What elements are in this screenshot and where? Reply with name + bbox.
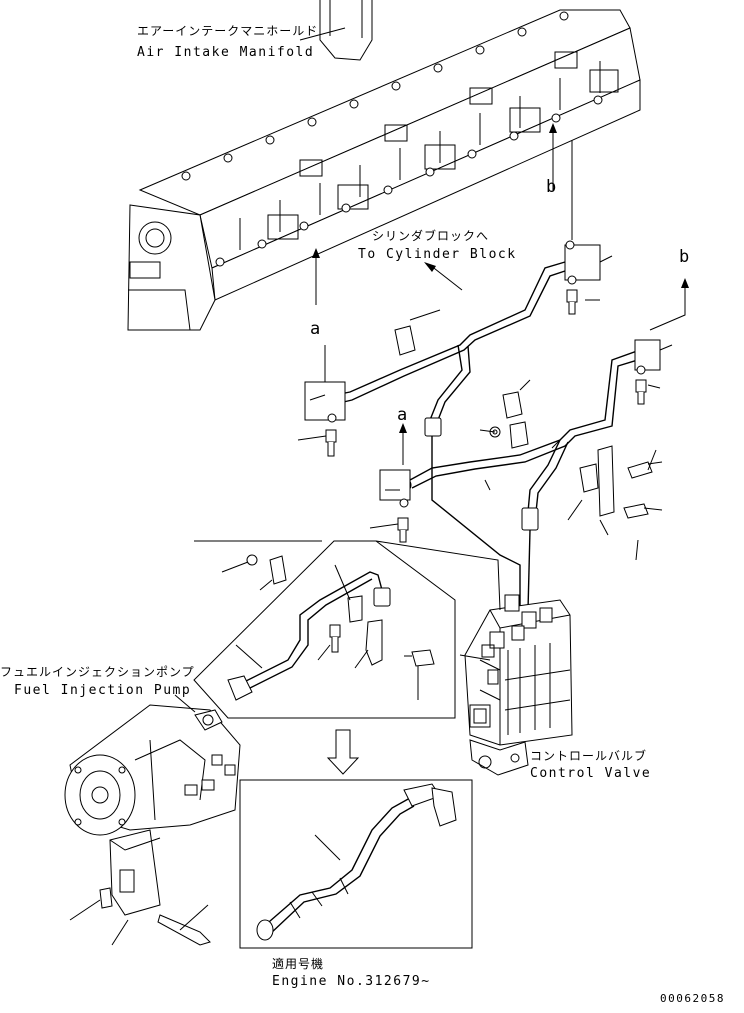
ref-label-b-upper: b [546, 177, 556, 197]
detail-inset-upper [193, 540, 501, 719]
valve-label-en: Control Valve [530, 766, 651, 781]
fuel-injection-pump [64, 694, 241, 946]
engine-number-label: Engine No.312679~ [272, 974, 431, 989]
reference-arrows [312, 123, 689, 465]
control-valve [459, 594, 573, 776]
cylinder-label-en: To Cylinder Block [358, 247, 517, 262]
detail-down-arrow [326, 729, 360, 775]
tube-assemblies [304, 240, 661, 611]
pump-label-en: Fuel Injection Pump [14, 683, 191, 698]
clips [394, 325, 615, 517]
air-intake-manifold [127, 0, 641, 331]
document-number: 00062058 [660, 992, 725, 1005]
pump-label-jp: フュエルインジェクションポンプ [0, 665, 195, 679]
ref-label-a-upper: a [310, 319, 320, 339]
cylinder-direction-arrow [424, 262, 463, 291]
cylinder-label-jp: シリンダブロックへ [372, 228, 489, 243]
detail-inset-lower [239, 779, 473, 949]
manifold-label-en: Air Intake Manifold [137, 45, 314, 60]
applicable-label-jp: 適用号機 [272, 956, 324, 971]
ref-label-a-lower: a [397, 405, 407, 425]
ref-label-b-right: b [679, 247, 689, 267]
valve-label-jp: コントロールバルブ [530, 748, 647, 763]
manifold-label-jp: エアーインテークマニホールド [137, 24, 318, 38]
bolts-and-washers [297, 255, 673, 561]
